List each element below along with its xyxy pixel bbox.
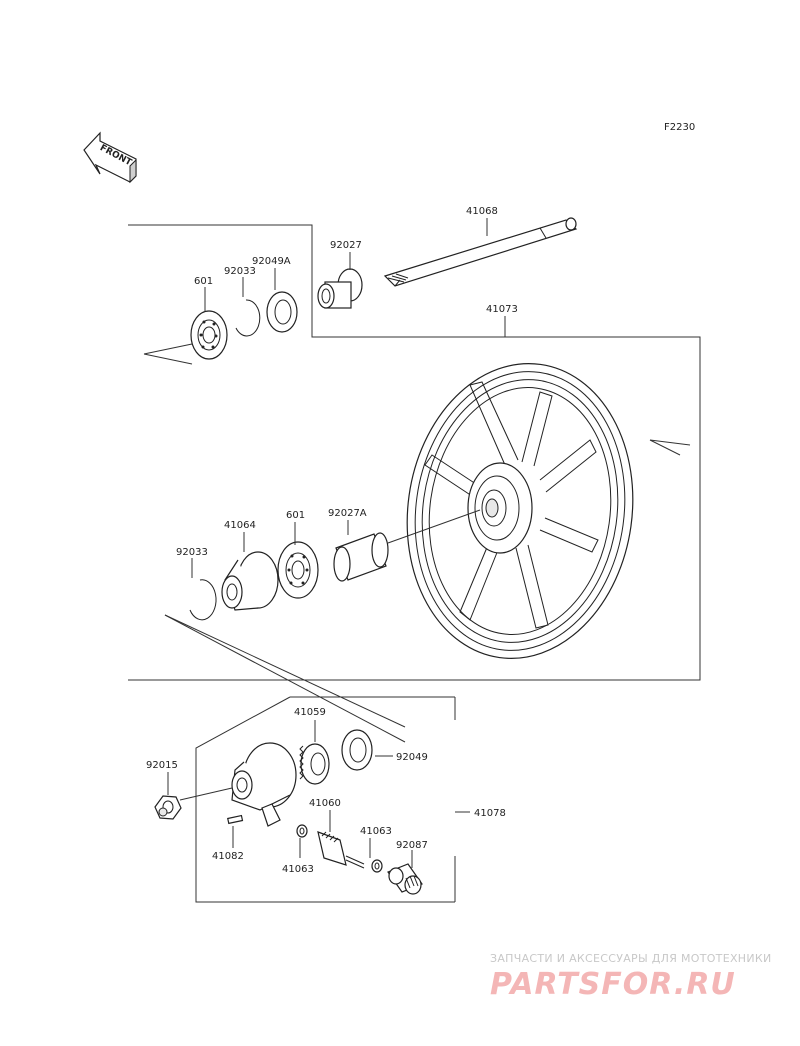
bearing-601-mid (277, 522, 319, 599)
label-92049A: 92049A (252, 256, 291, 267)
label-92033-top: 92033 (224, 266, 256, 277)
front-arrow-icon: FRONT (83, 131, 137, 184)
gear-41064 (221, 532, 279, 611)
housing-41078 (179, 742, 297, 827)
spacer-92027 (317, 252, 363, 309)
bearing-601-top (190, 287, 228, 360)
spacer-92027A (333, 509, 481, 582)
label-41082: 41082 (212, 851, 244, 862)
watermark-subtitle: ЗАПЧАСТИ И АКСЕССУАРЫ ДЛЯ МОТОТЕХНИКИ (490, 952, 772, 965)
label-92015: 92015 (146, 760, 178, 771)
label-41060: 41060 (309, 798, 341, 809)
label-92087: 92087 (396, 840, 428, 851)
axle-41068 (383, 217, 578, 287)
pinion-41060 (317, 810, 365, 869)
label-41063-left: 41063 (282, 864, 314, 875)
label-92049: 92049 (396, 752, 428, 763)
circlip-92033-mid (189, 558, 217, 621)
watermark: ЗАПЧАСТИ И АКСЕССУАРЫ ДЛЯ МОТОТЕХНИКИ PA… (490, 952, 772, 1002)
seal-92049A (266, 268, 298, 333)
part-labels: 41068 92027 92049A 92033 601 41073 41064… (146, 206, 518, 875)
washer-41063-right (369, 838, 383, 873)
watermark-logo: PARTSFOR.RU (490, 967, 736, 1002)
label-92033-mid: 92033 (176, 547, 208, 558)
wheel-41073 (406, 316, 634, 659)
lower-frame-lines (164, 614, 470, 903)
nut-92015 (154, 772, 182, 820)
label-41073: 41073 (486, 304, 518, 315)
pin-41082 (227, 814, 244, 848)
label-601-top: 601 (194, 276, 213, 287)
top-frame-lines (128, 224, 701, 681)
label-92027: 92027 (330, 240, 362, 251)
label-41068: 41068 (466, 206, 498, 217)
washer-41063-left (296, 824, 308, 858)
circlip-92033-top (235, 277, 261, 337)
label-41078: 41078 (474, 808, 506, 819)
label-41059: 41059 (294, 707, 326, 718)
label-601-mid: 601 (286, 510, 305, 521)
gear-41059 (299, 720, 330, 785)
label-41063-right: 41063 (360, 826, 392, 837)
label-41064: 41064 (224, 520, 256, 531)
label-92027A: 92027A (328, 508, 367, 519)
bushing-92087 (387, 850, 423, 895)
seal-92049 (341, 729, 393, 771)
diagram-code: F2230 (664, 122, 695, 133)
